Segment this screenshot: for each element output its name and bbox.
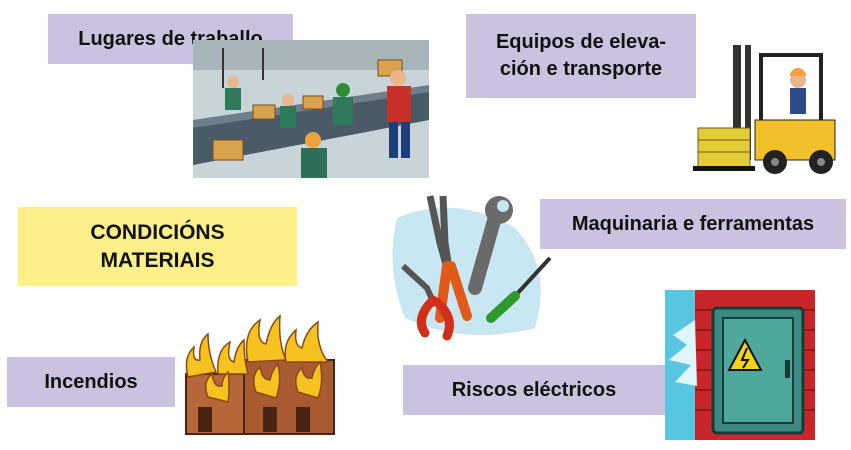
burning-building-icon [178, 312, 340, 437]
title-line1: CONDICIÓNS [90, 221, 225, 245]
center-title: CONDICIÓNS MATERIAIS [18, 207, 297, 286]
tools-icon [385, 188, 555, 343]
label-incendios: Incendios [7, 357, 175, 407]
label-text: Riscos eléctricos [451, 378, 617, 401]
label-text: Incendios [44, 370, 138, 393]
label-maquinaria: Maquinaria e ferramentas [540, 199, 846, 249]
forklift-icon [693, 40, 843, 178]
label-text-line2: ción e transporte [499, 58, 663, 80]
label-text-line1: Equipos de eleva- [495, 31, 667, 53]
label-text: Maquinaria e ferramentas [571, 212, 815, 235]
label-riscos-electricos: Riscos eléctricos [403, 365, 665, 415]
title-line2: MATERIAIS [100, 248, 215, 272]
label-equipos-elevacion: Equipos de eleva- ción e transporte [466, 14, 696, 98]
electrical-panel-icon [665, 290, 815, 450]
factory-workers-icon [193, 40, 429, 178]
